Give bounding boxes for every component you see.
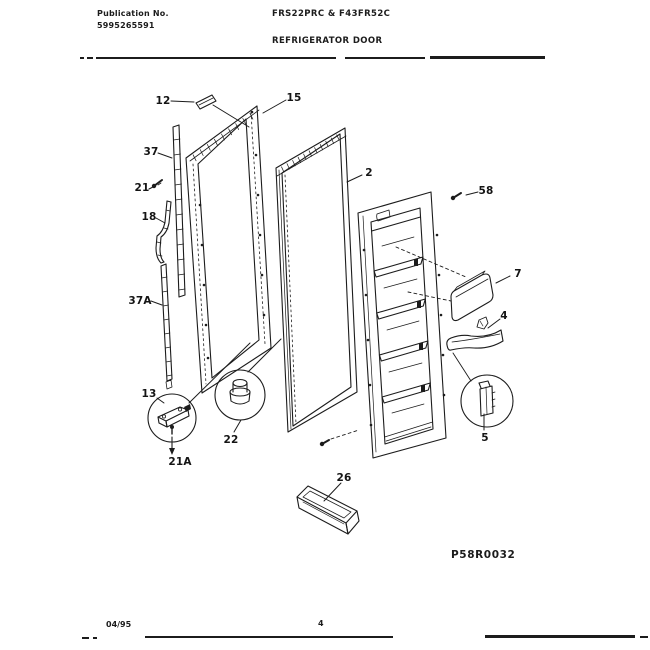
- callout-label-21a: 21A: [168, 456, 192, 468]
- callout-label-21: 21: [134, 182, 150, 194]
- header-rule-segment: [345, 57, 425, 59]
- gasket-screw-holes: [198, 110, 266, 360]
- door-liner-panel: [357, 191, 447, 459]
- door-gasket-frame: [185, 105, 272, 394]
- footer-rule-segment: [485, 635, 635, 638]
- callout-label-37: 37: [143, 146, 159, 158]
- callout-label-7: 7: [514, 268, 522, 280]
- detail-circle-13: [147, 393, 197, 443]
- shelf-rail-4: [446, 316, 504, 382]
- callout-label-5: 5: [481, 432, 489, 444]
- publication-label: Publication No.: [97, 9, 169, 18]
- diagram-code: P58R0032: [451, 549, 516, 561]
- footer-rule-segment: [93, 637, 97, 639]
- callout-label-26: 26: [336, 472, 352, 484]
- publication-number: 5995265591: [97, 21, 155, 30]
- bottom-tray-26: [296, 429, 360, 535]
- footer-rule-segment: [640, 636, 648, 638]
- footer-rule-segment: [145, 636, 393, 638]
- model-number-line: FRS22PRC & F43FR52C: [272, 9, 391, 19]
- callout-label-12: 12: [155, 95, 171, 107]
- liner-shelf-clips: [414, 259, 425, 392]
- gasket-clip: [195, 94, 217, 110]
- callout-label-18: 18: [141, 211, 157, 223]
- secondary-door-panel: [275, 127, 358, 433]
- detail-circle-22: [214, 369, 266, 421]
- trim-strip-37a: [160, 263, 173, 390]
- trim-strip-37: [172, 124, 186, 298]
- bolt-21a-arrow: [169, 436, 175, 455]
- detail-circle-5: [460, 374, 514, 428]
- bracket-18: [155, 200, 172, 264]
- header-rule-segment: [80, 57, 84, 59]
- callout-label-22: 22: [223, 434, 239, 446]
- callout-label-58: 58: [478, 185, 494, 197]
- liner-screw-holes: [362, 233, 446, 427]
- callout-label-37a: 37A: [128, 295, 152, 307]
- callout-label-4: 4: [500, 310, 508, 322]
- header-rule-segment: [430, 56, 545, 59]
- footer-page-number: 4: [318, 619, 324, 628]
- header-rule-segment: [87, 57, 93, 59]
- header-rule-segment: [96, 57, 336, 59]
- callout-label-13: 13: [141, 388, 157, 400]
- callout-label-15: 15: [286, 92, 302, 104]
- footer-rule-segment: [82, 637, 89, 639]
- callout-label-2: 2: [365, 167, 373, 179]
- footer-date: 04/95: [106, 620, 132, 629]
- screw-21: [151, 179, 163, 189]
- screw-58: [450, 192, 462, 201]
- page-title: REFRIGERATOR DOOR: [272, 36, 383, 46]
- callout-leader-lines: [148, 99, 511, 502]
- door-bin-7: [395, 246, 494, 322]
